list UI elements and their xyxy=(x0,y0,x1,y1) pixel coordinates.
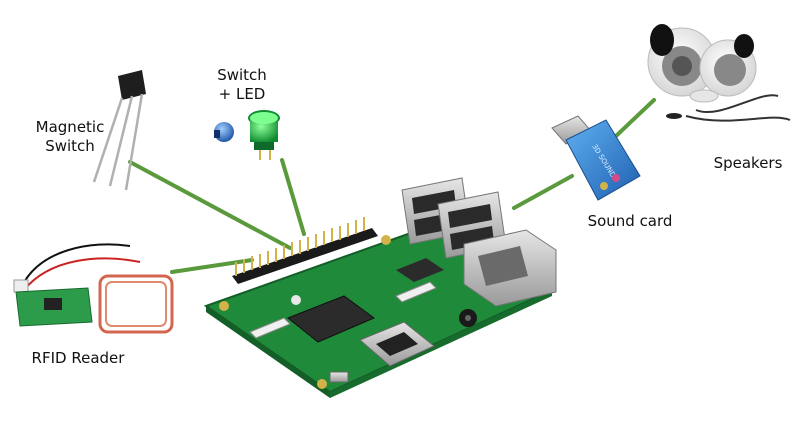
label-magnetic-line1: Magnetic xyxy=(24,118,116,137)
sound-card-device: 3D SOUND xyxy=(552,116,640,200)
label-speakers: Speakers xyxy=(700,154,796,173)
rfid-reader-device xyxy=(14,244,172,332)
label-magnetic-line2: Switch xyxy=(24,137,116,156)
connector-speakers xyxy=(616,100,654,136)
mount-hole xyxy=(317,379,327,389)
connector-rfid xyxy=(172,260,252,272)
label-magnetic-switch: Magnetic Switch xyxy=(24,118,116,156)
switch-led-device xyxy=(214,110,280,160)
connector-sound-card xyxy=(514,176,572,208)
label-switch-line2: + LED xyxy=(200,85,284,104)
connector-magnetic-switch xyxy=(130,162,290,248)
connector-switch-led xyxy=(282,160,304,234)
raspberry-pi-board xyxy=(206,178,556,398)
label-rfid-reader: RFID Reader xyxy=(18,349,138,368)
speakers-device xyxy=(648,24,790,121)
mount-hole xyxy=(381,235,391,245)
mount-hole xyxy=(219,301,229,311)
label-sound-card: Sound card xyxy=(580,212,680,231)
label-switch-led: Switch + LED xyxy=(200,66,284,104)
micro-usb-port xyxy=(330,372,348,382)
raspberry-logo-icon xyxy=(291,295,301,305)
label-switch-line1: Switch xyxy=(200,66,284,85)
